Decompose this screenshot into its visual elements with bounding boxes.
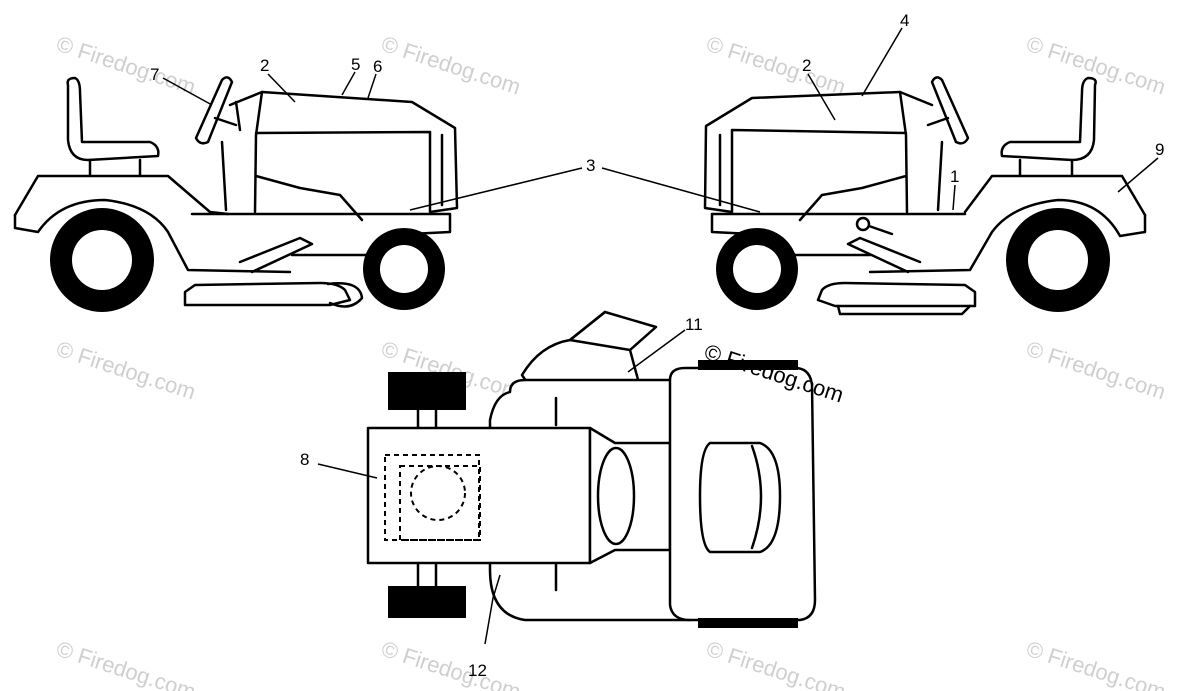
callout-2: 2 (260, 56, 269, 75)
front-bumper (698, 618, 798, 628)
callout-labels: 1 2 2 3 4 5 6 7 8 9 11 12 (150, 11, 1164, 680)
watermark: © Firedog.com (1023, 636, 1168, 691)
callout-3: 3 (586, 156, 595, 175)
callout-4: 4 (900, 11, 909, 30)
watermark: © Firedog.com (53, 636, 198, 691)
watermark: © Firedog.com (703, 636, 848, 691)
callout-7: 7 (150, 65, 159, 84)
callout-9: 9 (1155, 140, 1164, 159)
leader-lines (162, 27, 1159, 645)
watermark: © Firedog.com (378, 31, 523, 99)
watermark: © Firedog.com (53, 336, 198, 404)
tractor-left-side-view (13, 76, 459, 312)
tractor-top-view (366, 310, 817, 628)
callout-12: 12 (468, 661, 487, 680)
watermark: © Firedog.com (703, 31, 848, 99)
callout-5: 5 (351, 55, 360, 74)
tractor-right-side-view (703, 76, 1147, 316)
watermark: © Firedog.com (53, 31, 198, 99)
front-bumper (698, 360, 798, 370)
callout-11: 11 (685, 315, 703, 334)
watermark: © Firedog.com (1023, 336, 1168, 404)
callout-1: 1 (950, 167, 959, 186)
wheel-top-rear (388, 586, 466, 618)
callout-2: 2 (802, 56, 811, 75)
wheel-top-rear (388, 372, 466, 410)
callout-8: 8 (300, 450, 309, 469)
callout-6: 6 (373, 57, 382, 76)
watermark: © Firedog.com (378, 636, 523, 691)
